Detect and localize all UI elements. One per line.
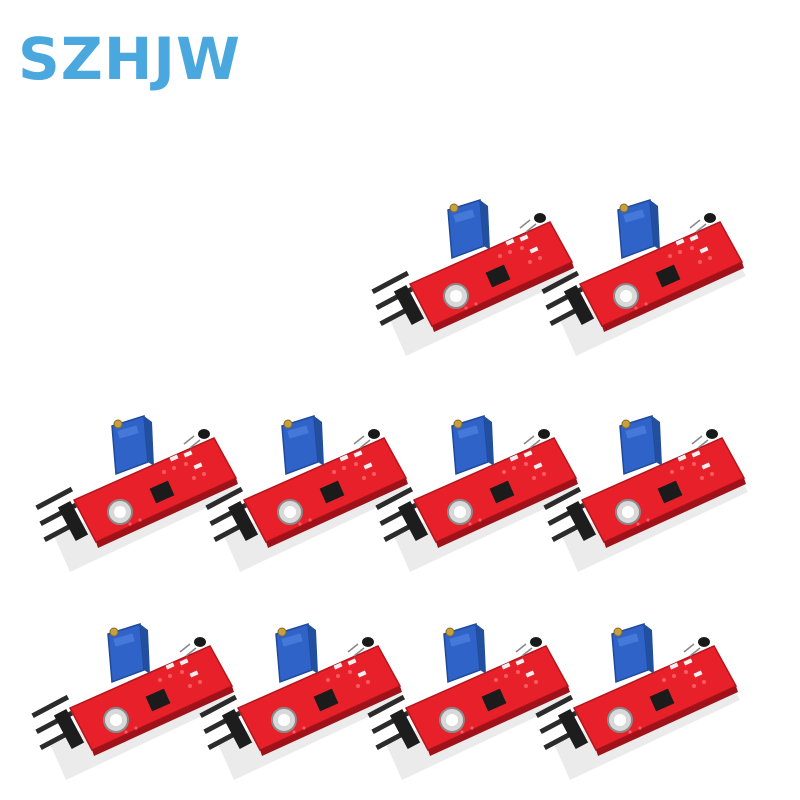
sensor-module [198, 623, 405, 781]
sensor-module [542, 415, 749, 573]
sensor-module [30, 623, 238, 781]
brand-logo: SZHJW [18, 25, 241, 93]
sensor-module [534, 623, 741, 781]
sensor-module [374, 415, 581, 573]
sensor-module [366, 623, 573, 781]
sensor-module [370, 199, 577, 357]
sensor-module [34, 415, 242, 573]
sensor-module [540, 199, 747, 357]
sensor-module [204, 415, 411, 573]
